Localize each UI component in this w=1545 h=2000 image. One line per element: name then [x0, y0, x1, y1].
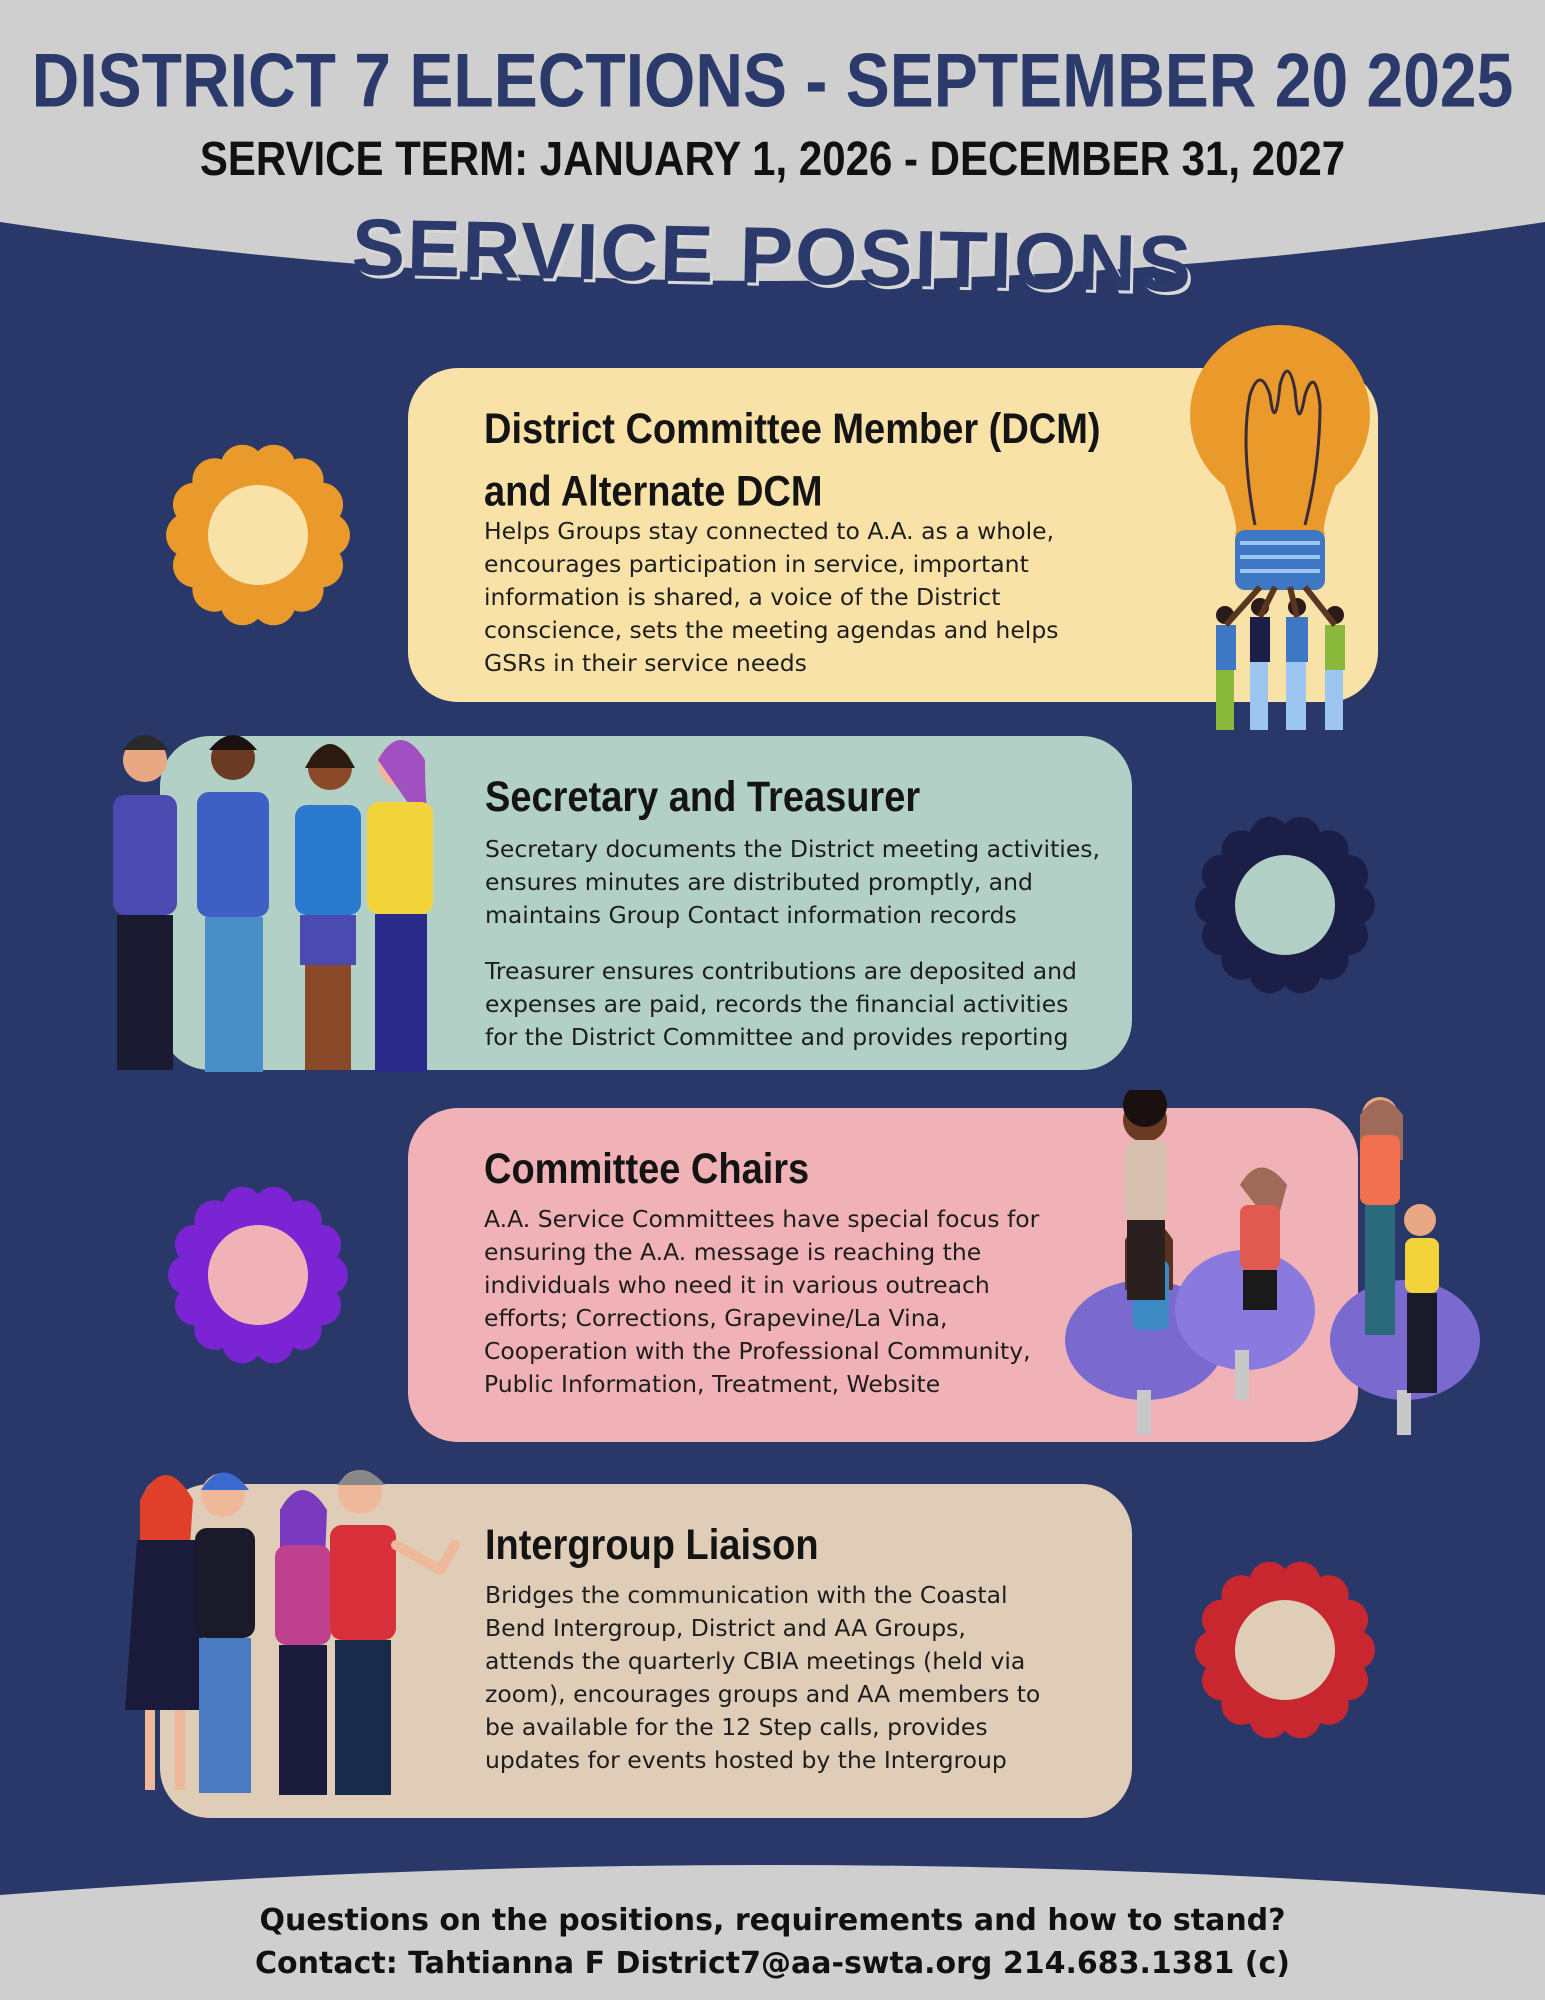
election-title: DISTRICT 7 ELECTIONS - SEPTEMBER 20 2025 — [31, 37, 1514, 123]
desc-line: A.A. Service Committees have special foc… — [484, 1205, 1040, 1233]
desc-line: GSRs in their service needs — [484, 649, 807, 677]
desc-line: maintains Group Contact information reco… — [485, 901, 1017, 929]
desc-line: information is shared, a voice of the Di… — [484, 583, 1001, 611]
desc-line: conscience, sets the meeting agendas and… — [484, 616, 1059, 644]
card-description-treasurer: Treasurer ensures contributions are depo… — [485, 955, 1077, 1054]
flower-navy-icon — [1195, 816, 1375, 994]
bottom-band — [0, 1865, 1545, 2000]
desc-line: updates for events hosted by the Intergr… — [485, 1746, 1007, 1774]
desc-line: encourages participation in service, imp… — [484, 550, 1029, 578]
desc-line: efforts; Corrections, Grapevine/La Vina, — [484, 1304, 948, 1332]
desc-line: expenses are paid, records the financial… — [485, 990, 1069, 1018]
desc-line: Public Information, Treatment, Website — [484, 1370, 941, 1398]
flower-orange-icon — [166, 444, 350, 626]
card-description: A.A. Service Committees have special foc… — [484, 1203, 1039, 1401]
group-of-friends-icon — [113, 735, 433, 1072]
desc-line: Helps Groups stay connected to A.A. as a… — [484, 517, 1055, 545]
flower-purple-icon — [168, 1186, 348, 1364]
card-title: Committee Chairs — [484, 1138, 809, 1201]
card-description: Secretary documents the District meeting… — [485, 833, 1100, 932]
footer-question: Questions on the positions, requirements… — [259, 1903, 1286, 1938]
card-secretary-treasurer: Secretary and Treasurer Secretary docume… — [160, 736, 1132, 1070]
card-title-line: Intergroup Liaison — [485, 1521, 819, 1569]
card-intergroup-liaison: Intergroup Liaison Bridges the communica… — [160, 1484, 1132, 1818]
card-title-line: Secretary and Treasurer — [485, 773, 921, 821]
flower-red-icon — [1195, 1561, 1375, 1739]
card-title-line: and Alternate DCM — [484, 468, 823, 516]
desc-line: for the District Committee and provides … — [485, 1023, 1069, 1051]
desc-line: Cooperation with the Professional Commun… — [484, 1337, 1031, 1365]
card-description: Bridges the communication with the Coast… — [485, 1579, 1040, 1777]
group-waving-icon — [125, 1470, 460, 1795]
desc-line: Bend Intergroup, District and AA Groups, — [485, 1614, 966, 1642]
service-term: SERVICE TERM: JANUARY 1, 2026 - DECEMBER… — [199, 131, 1346, 186]
desc-line: ensures minutes are distributed promptly… — [485, 868, 1033, 896]
card-title: Intergroup Liaison — [485, 1514, 819, 1577]
desc-line: Bridges the communication with the Coast… — [485, 1581, 1008, 1609]
desc-line: Treasurer ensures contributions are depo… — [485, 957, 1077, 985]
desc-line: zoom), encourages groups and AA members … — [485, 1680, 1041, 1708]
desc-line: attends the quarterly CBIA meetings (hel… — [485, 1647, 1026, 1675]
footer-contact: Contact: Tahtianna F District7@aa-swta.o… — [255, 1946, 1290, 1981]
people-in-chairs-icon — [1065, 1090, 1480, 1435]
desc-line: individuals who need it in various outre… — [484, 1271, 990, 1299]
desc-line: Secretary documents the District meeting… — [485, 835, 1100, 863]
lightbulb-teamwork-icon — [1190, 325, 1370, 730]
card-title: District Committee Member (DCM) and Alter… — [484, 398, 1101, 523]
card-title-line: District Committee Member (DCM) — [484, 405, 1101, 453]
desc-line: ensuring the A.A. message is reaching th… — [484, 1238, 982, 1266]
card-description: Helps Groups stay connected to A.A. as a… — [484, 515, 1058, 680]
card-title: Secretary and Treasurer — [485, 766, 920, 829]
desc-line: be available for the 12 Step calls, prov… — [485, 1713, 988, 1741]
top-band — [0, 0, 1545, 281]
card-title-line: Committee Chairs — [484, 1145, 810, 1193]
